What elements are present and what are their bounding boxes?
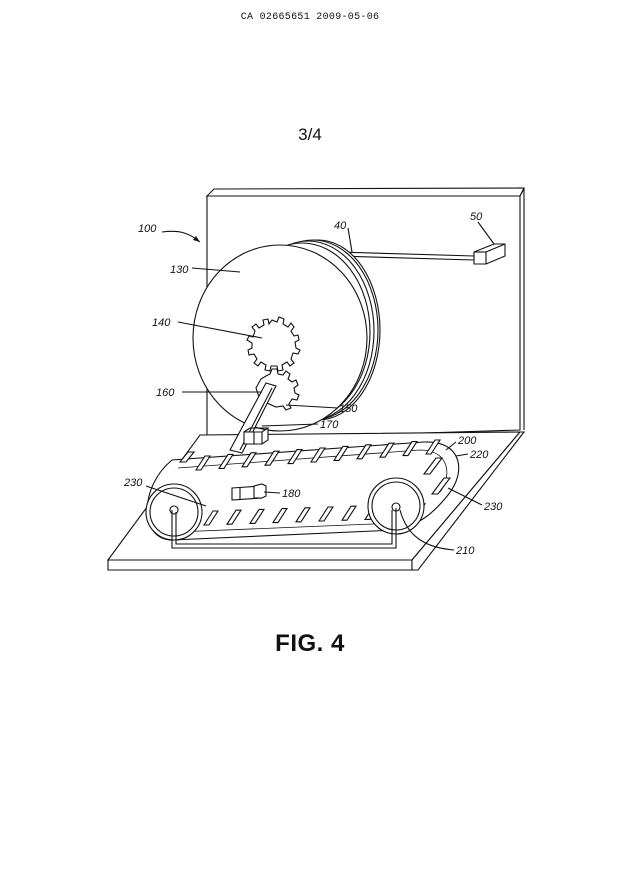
ref-180: 180 bbox=[282, 488, 301, 500]
ref-100: 100 bbox=[138, 223, 157, 235]
roller-left bbox=[146, 484, 202, 540]
ref-220: 220 bbox=[469, 449, 489, 461]
ref-210: 210 bbox=[455, 545, 475, 557]
ref-200: 200 bbox=[457, 435, 477, 447]
ref-170: 170 bbox=[320, 419, 339, 431]
ref-160: 160 bbox=[156, 387, 175, 399]
ref-230-right: 230 bbox=[483, 501, 503, 513]
ref-230-left: 230 bbox=[123, 477, 143, 489]
ref-50: 50 bbox=[470, 211, 483, 223]
ref-130: 130 bbox=[170, 264, 189, 276]
ref-140: 140 bbox=[152, 317, 171, 329]
figure-title: FIG. 4 bbox=[0, 630, 620, 658]
ref-150: 150 bbox=[339, 403, 358, 415]
upper-gear bbox=[247, 317, 300, 371]
ref-40: 40 bbox=[334, 220, 347, 232]
